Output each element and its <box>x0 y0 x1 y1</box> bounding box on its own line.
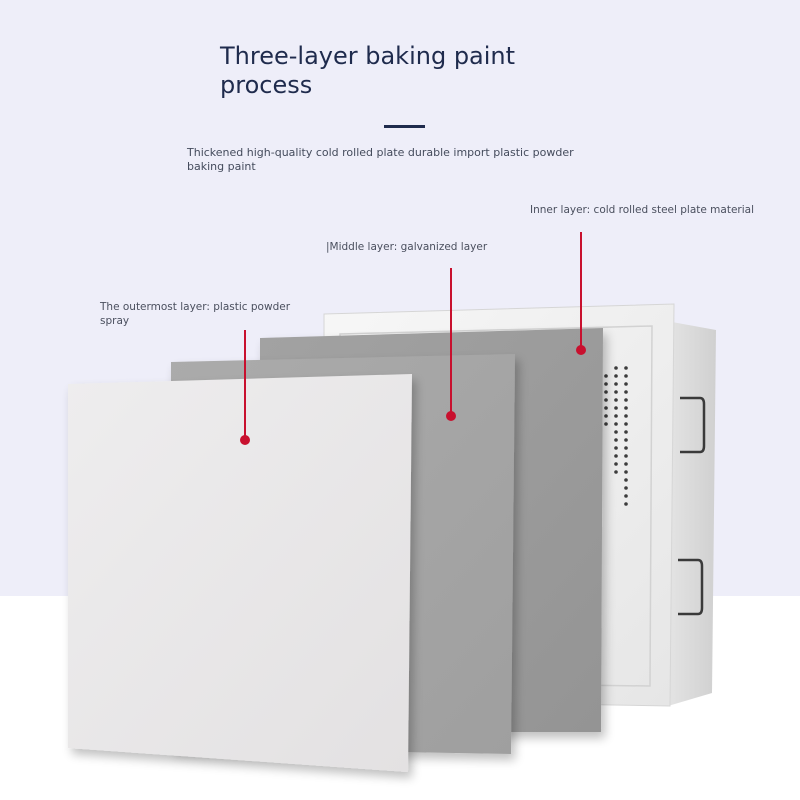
page-subtitle: Thickened high-quality cold rolled plate… <box>187 146 574 173</box>
title-divider <box>384 125 425 128</box>
inner-layer-label: Inner layer: cold rolled steel plate mat… <box>530 204 754 216</box>
inner-layer-marker <box>576 232 586 355</box>
outer-layer-label: The outermost layer: plastic powder spra… <box>100 301 291 327</box>
knockout-hole-icon <box>680 396 706 454</box>
outer-layer-marker <box>240 330 250 445</box>
page-title: Three-layer baking paint process <box>220 42 516 99</box>
middle-layer-label: |Middle layer: galvanized layer <box>326 241 488 253</box>
ventilation-holes <box>604 366 628 506</box>
outer-layer-panel <box>68 374 412 772</box>
knockout-hole-icon <box>678 558 704 616</box>
middle-layer-marker <box>446 268 456 421</box>
